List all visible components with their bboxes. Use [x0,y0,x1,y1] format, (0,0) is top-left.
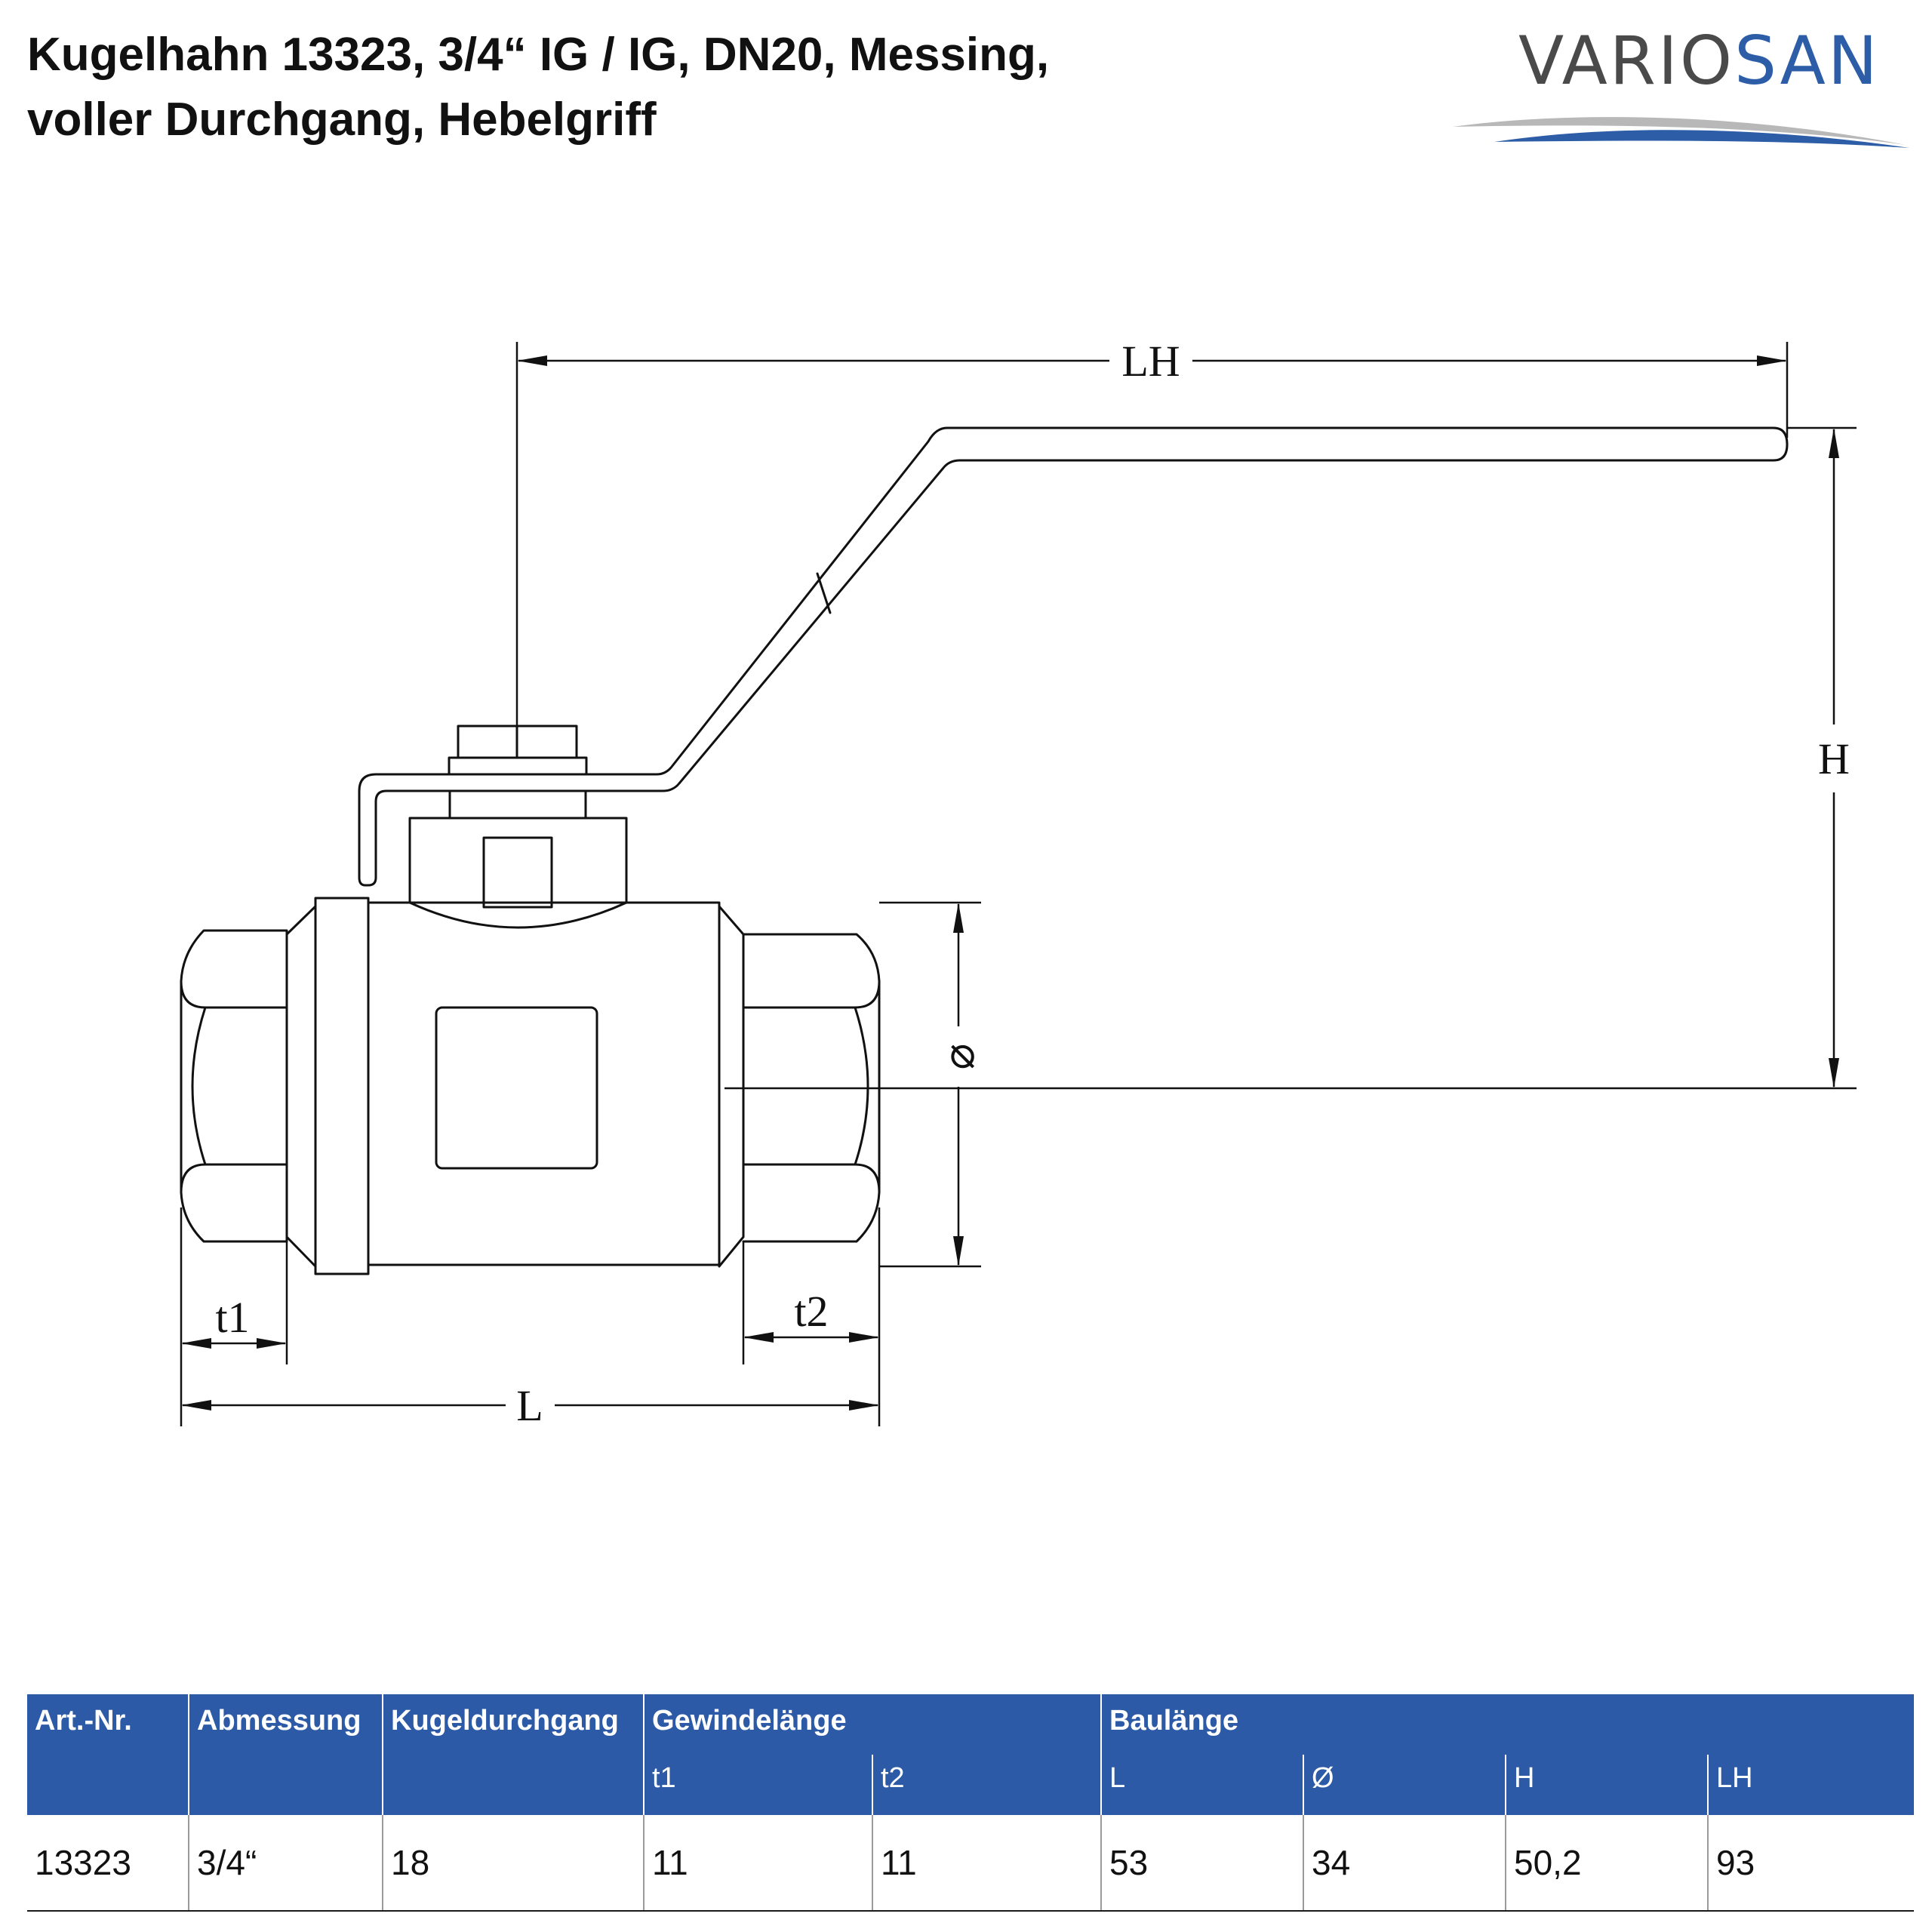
logo-swoosh-icon [1453,117,1909,148]
table-subheader-row: t1 t2 L Ø H LH [27,1755,1915,1815]
label-diameter: ⌀ [934,1044,983,1070]
cell-diameter: 34 [1303,1815,1506,1912]
subheader-diameter: Ø [1303,1755,1506,1815]
cell-t1: 11 [643,1815,872,1912]
subheader-blank-2 [188,1755,383,1815]
label-lh: LH [1121,337,1180,386]
left-end-fitting [180,897,370,1275]
cell-abmessung: 3/4“ [188,1815,383,1912]
title-line-2: voller Durchgang, Hebelgriff [27,94,657,146]
cell-art-nr: 13323 [27,1815,189,1912]
dimension-lines [180,342,1857,1426]
spec-table: Art.-Nr. Abmessung Kugeldurchgang Gewind… [27,1694,1915,1912]
logo-text-san: SAN [1734,22,1880,100]
label-h: H [1818,734,1850,783]
logo-wordmark: VARIOSAN [1518,20,1880,103]
subheader-h: H [1505,1755,1708,1815]
ball-valve-drawing: LH H ⌀ t1 t2 L [180,337,1857,1430]
lever-handle [358,426,1789,887]
label-t1: t1 [215,1293,249,1342]
stem-nut [408,724,628,929]
table-header-row: Art.-Nr. Abmessung Kugeldurchgang Gewind… [27,1694,1915,1755]
page-title: Kugelhahn 13323, 3/4“ IG / IG, DN20, Mes… [27,23,1310,152]
label-t2: t2 [794,1287,828,1336]
subheader-l: L [1100,1755,1303,1815]
cell-lh: 93 [1706,1815,1915,1912]
valve-body [367,901,721,1266]
cell-t2: 11 [872,1815,1101,1912]
table-row: 13323 3/4“ 18 11 11 53 34 50,2 93 [27,1815,1915,1912]
subheader-t1: t1 [643,1755,872,1815]
title-line-1: Kugelhahn 13323, 3/4“ IG / IG, DN20, Mes… [27,29,1050,81]
header-abmessung: Abmessung [188,1694,383,1755]
subheader-blank-3 [382,1755,644,1815]
label-l: L [516,1381,543,1430]
subheader-t2: t2 [872,1755,1101,1815]
logo-text-vario: VARIO [1518,22,1735,100]
header-baulaenge: Baulänge [1100,1694,1915,1755]
cell-l: 53 [1100,1815,1303,1912]
right-end-fitting [718,905,881,1268]
subheader-lh: LH [1706,1755,1915,1815]
header-gewindelaenge: Gewindelänge [643,1694,1101,1755]
subheader-blank-1 [27,1755,189,1815]
header-kugeldurchgang: Kugeldurchgang [382,1694,644,1755]
cell-h: 50,2 [1505,1815,1708,1912]
header-art-nr: Art.-Nr. [27,1694,189,1755]
variosan-logo: VARIOSAN [1449,20,1917,148]
cell-kugeldurchgang: 18 [382,1815,644,1912]
